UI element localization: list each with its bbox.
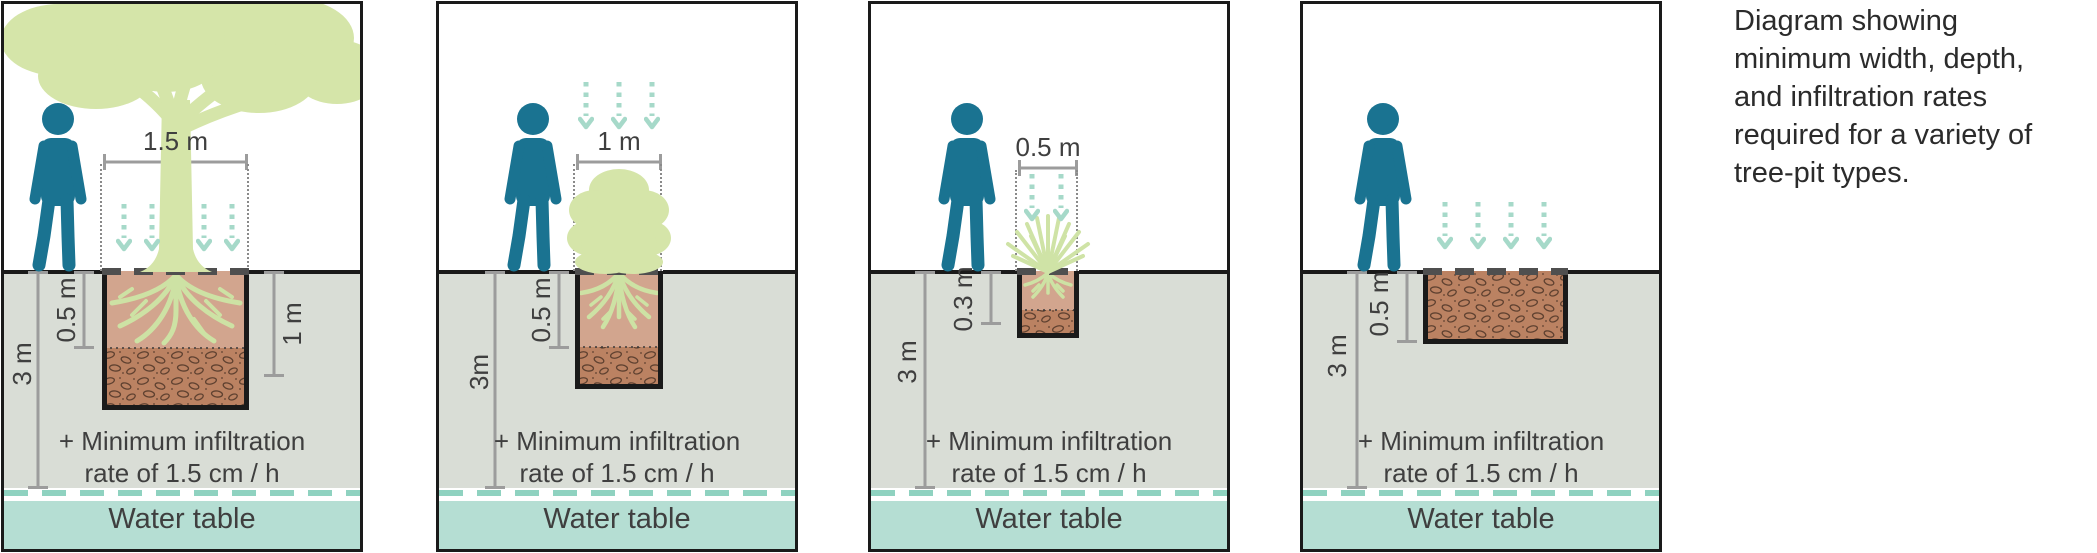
ground-surface-line [439, 270, 575, 274]
pit-border [102, 271, 249, 410]
infiltration-note: + Minimum infiltration rate of 1.5 cm / … [871, 425, 1227, 489]
depth-dimension-3m [1347, 271, 1367, 489]
water-depth-label: 3 m [7, 342, 37, 386]
pit-border [1423, 271, 1568, 344]
arrow-down-icon [224, 204, 240, 252]
arrow-down-icon [578, 82, 594, 130]
water-table-label: Water table [108, 503, 256, 535]
ground-surface-line [663, 270, 795, 274]
shrub-pit-cross-section [575, 271, 663, 389]
width-label: 0.5 m [1015, 132, 1081, 162]
depth-dimension-rootzone [981, 271, 1001, 325]
small-pit-cross-section [1017, 271, 1079, 338]
pit-border [575, 271, 663, 389]
gravel-layer [575, 347, 663, 386]
shrub-icon [567, 169, 671, 274]
water-table-band [439, 501, 795, 549]
width-label: 1.5 m [142, 126, 209, 156]
water-table-dashed-line [871, 490, 1227, 496]
water-table-dashed-line [439, 490, 795, 496]
roots-icon [109, 272, 243, 346]
pit-depth-label: 1 m [277, 302, 307, 346]
person-icon [938, 103, 996, 272]
depth-dimension-rootzone [74, 271, 94, 349]
caption-line: minimum width, depth, [1734, 43, 2025, 75]
gravel-layer [102, 348, 249, 405]
ground-surface-line [4, 270, 102, 274]
arrow-down-icon [1470, 202, 1486, 250]
water-depth-label: 3 m [892, 340, 922, 384]
arrow-down-icon [1053, 174, 1069, 222]
panel-shrub-pit: 1 m 3m 0.5 m + Minimum infiltration rate… [436, 1, 798, 552]
width-guide-left [1015, 170, 1017, 271]
water-table-label: Water table [543, 503, 691, 535]
figure-caption: Diagram showing minimum width, depth, an… [1734, 2, 2084, 192]
person-icon [1354, 103, 1412, 272]
water-table-dashed-line [1303, 490, 1659, 496]
infiltration-note-line2: rate of 1.5 cm / h [84, 458, 280, 488]
depth-dimension-rootzone [549, 271, 569, 349]
infiltration-note-line2: rate of 1.5 cm / h [519, 458, 715, 488]
tree-icon [4, 4, 360, 272]
arrow-down-icon [1503, 202, 1519, 250]
gravel-layer [1017, 310, 1079, 335]
water-table-dashed-line [4, 490, 360, 496]
ground-surface-line [871, 270, 1017, 274]
width-guide-right [1076, 170, 1078, 271]
pit-top-dashed-line [1423, 268, 1568, 275]
ground-surface-line [249, 270, 360, 274]
ground-surface-line [1568, 270, 1659, 274]
panel-small-shrub-pit: 0.5 m 3 m 0.3 m + Minimum infiltration r… [868, 1, 1230, 552]
caption-line: tree-pit types. [1734, 157, 1910, 189]
infiltration-note-line2: rate of 1.5 cm / h [951, 458, 1147, 488]
arrow-down-icon [611, 82, 627, 130]
gravel-layer [1423, 271, 1568, 342]
panel-large-tree-pit: 1.5 m 3 m 0.5 m 1 m [1, 1, 363, 552]
infiltration-note-line1: + Minimum infiltration [493, 426, 741, 456]
person-icon [504, 103, 562, 272]
infiltration-note-line1: + Minimum infiltration [58, 426, 306, 456]
depth-dimension-3m [28, 271, 48, 489]
water-table-label: Water table [975, 503, 1123, 535]
depth-dimension-pit [264, 271, 284, 377]
water-table-label: Water table [1407, 503, 1555, 535]
water-table-band [871, 501, 1227, 549]
infiltration-note-line1: + Minimum infiltration [925, 426, 1173, 456]
infiltration-note: + Minimum infiltration rate of 1.5 cm / … [439, 425, 795, 489]
arrow-down-icon [1437, 202, 1453, 250]
width-guide-right [247, 164, 249, 271]
caption-line: Diagram showing [1734, 5, 1959, 37]
person-icon [29, 103, 87, 272]
infiltration-note: + Minimum infiltration rate of 1.5 cm / … [4, 425, 360, 489]
caption-line: and infiltration rates [1734, 81, 1988, 113]
infiltration-note-line2: rate of 1.5 cm / h [1383, 458, 1579, 488]
arrow-down-icon [196, 204, 212, 252]
infiltration-note-line1: + Minimum infiltration [1357, 426, 1605, 456]
arrow-down-icon [1024, 174, 1040, 222]
arrow-down-icon [116, 204, 132, 252]
water-table-band [1303, 501, 1659, 549]
water-depth-label: 3 m [1322, 334, 1352, 378]
arrow-down-icon [644, 82, 660, 130]
grass-tuft-icon [1006, 214, 1090, 274]
width-label: 1 m [597, 126, 641, 156]
water-depth-label: 3m [464, 353, 494, 391]
infiltration-note: + Minimum infiltration rate of 1.5 cm / … [1303, 425, 1659, 489]
arrow-down-icon [144, 204, 160, 252]
panel-unplanted-pit: 3 m 0.5 m + Minimum infiltration [1300, 1, 1662, 552]
ground-surface-line [1079, 270, 1227, 274]
caption-line: required for a variety of [1734, 119, 2033, 151]
depth-dimension-3m [915, 271, 935, 489]
water-table-band [4, 501, 360, 549]
pit-border [1017, 271, 1079, 338]
arrow-down-icon [1536, 202, 1552, 250]
width-guide-left [100, 164, 102, 271]
depth-dimension-rootzone [1397, 271, 1417, 343]
tree-pit-cross-section [102, 271, 249, 410]
roots-icon [578, 271, 660, 330]
depth-dimension-3m [485, 271, 505, 489]
unplanted-pit-cross-section [1423, 271, 1568, 344]
